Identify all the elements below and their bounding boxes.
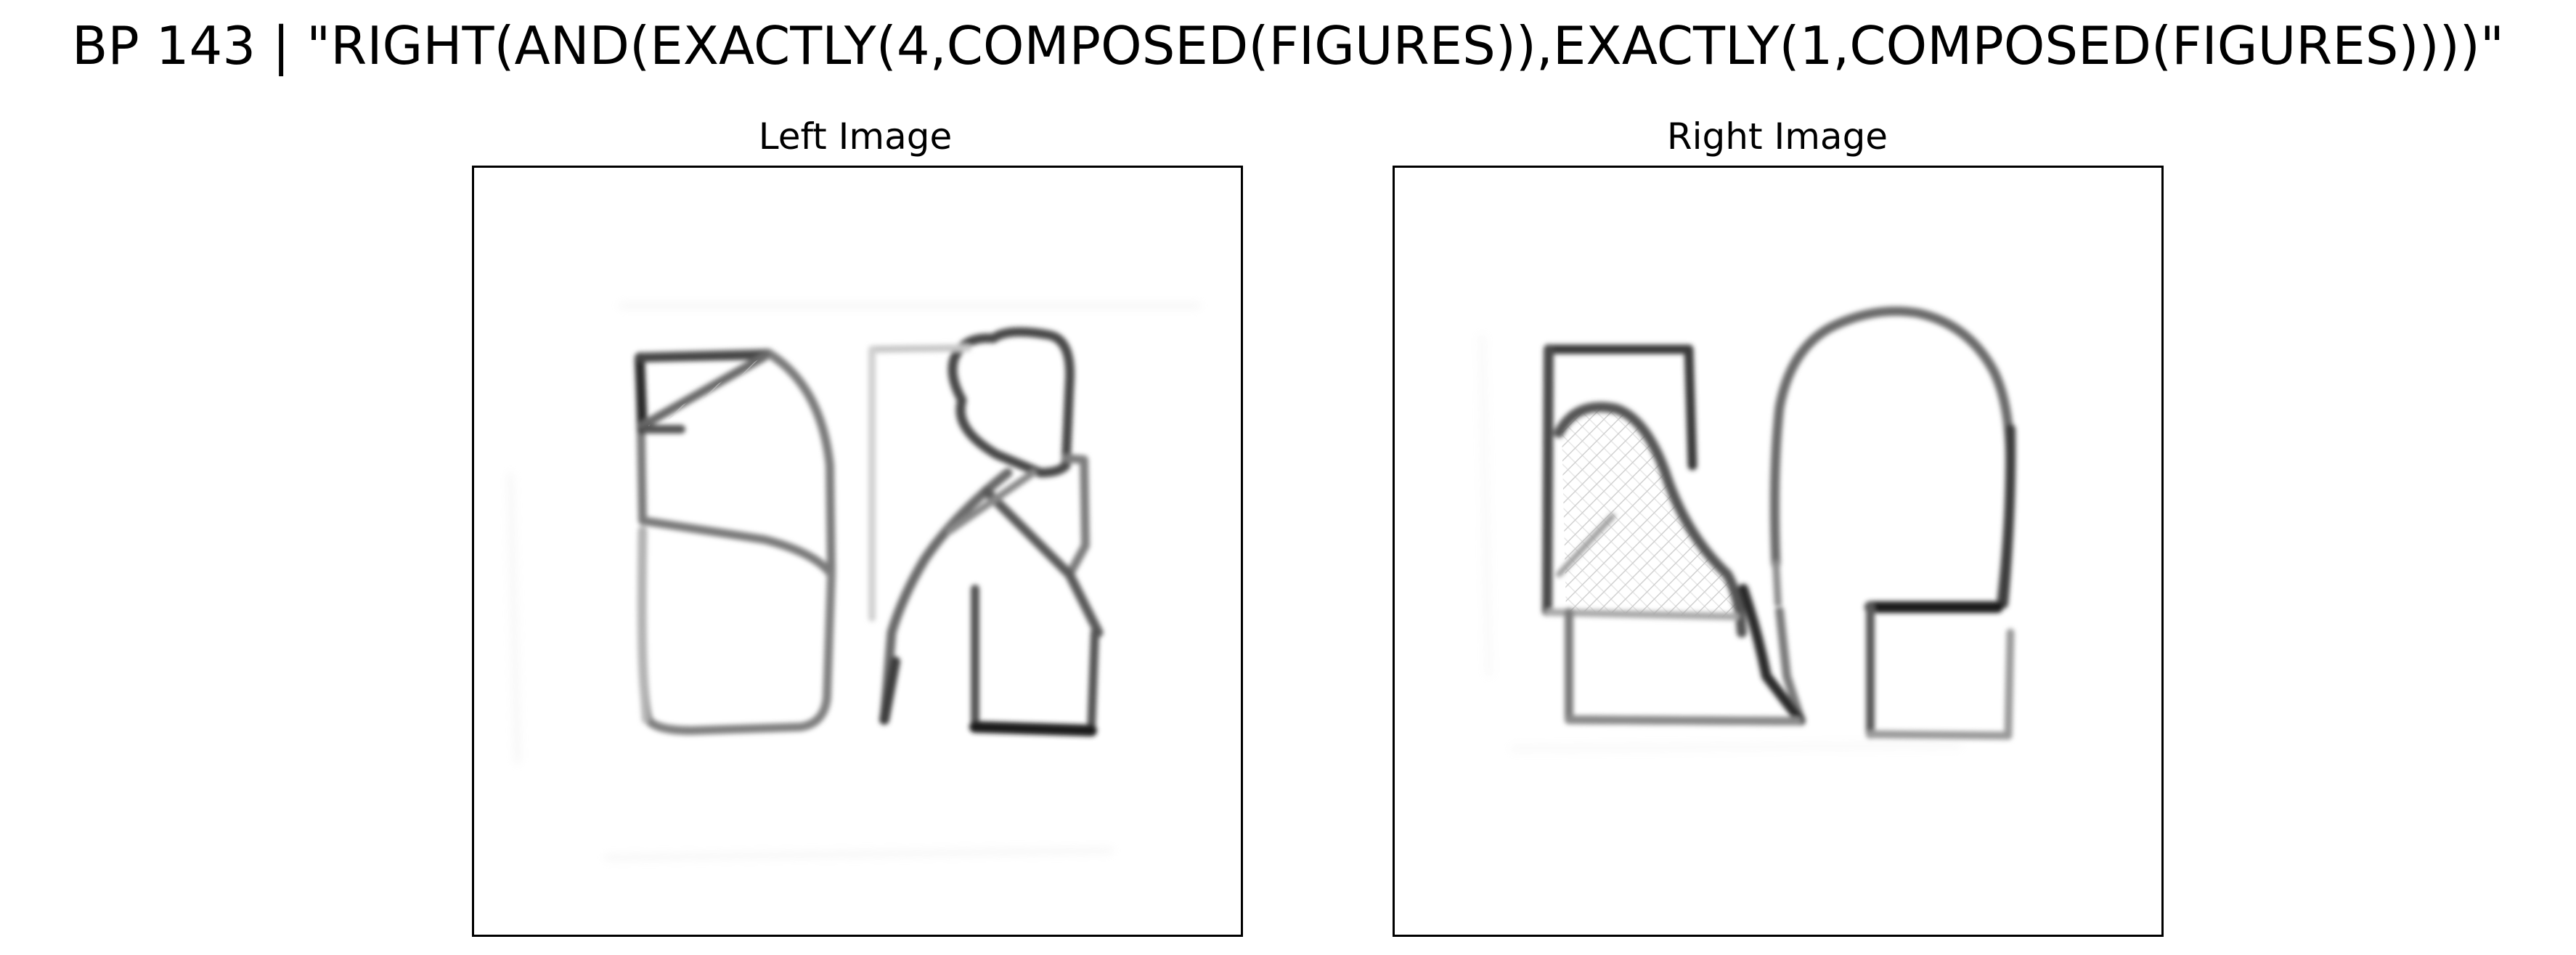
figure-title: BP 143 | "RIGHT(AND(EXACTLY(4,COMPOSED(F…: [72, 15, 2504, 76]
right-shapes-drawing: [1480, 306, 2016, 751]
left-panel-title: Left Image: [758, 115, 953, 158]
left-shapes-drawing: [508, 304, 1200, 860]
right-image-panel: [1393, 166, 2164, 937]
left-image-panel: [472, 166, 1243, 937]
right-panel-title: Right Image: [1666, 115, 1888, 158]
